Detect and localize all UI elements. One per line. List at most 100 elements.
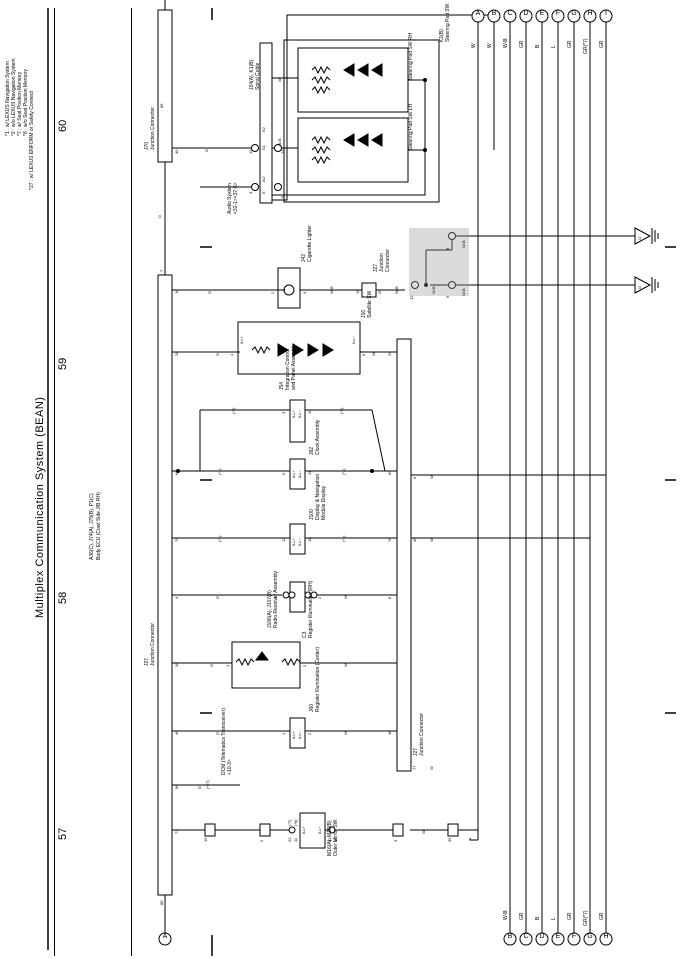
- ground-symbols: [634, 227, 659, 294]
- pin-label: ILL−: [297, 538, 302, 546]
- pin-label: ILL−: [351, 336, 356, 344]
- component-label: Connector: [385, 248, 391, 272]
- pin-label: (*2): [339, 407, 344, 414]
- connector-tag: [447, 823, 459, 837]
- pin-label: 8: [445, 247, 450, 250]
- spiral-cable-box: [259, 42, 273, 204]
- pin-label: (*27): [205, 780, 210, 789]
- pin-label: 86: [159, 900, 164, 905]
- pin-label: W: [343, 663, 348, 667]
- pin-label: I2: [637, 285, 642, 289]
- j27-right-bar: [396, 338, 412, 772]
- pin-label: 9: [412, 476, 417, 479]
- component-label: Steering Pad SW LH: [408, 103, 414, 150]
- pin-label: 1: [281, 732, 286, 735]
- letter-tag: E: [555, 933, 561, 940]
- wire-color-label: W: [487, 43, 493, 48]
- pin-label: ILL−: [297, 731, 302, 739]
- wire-color-label: GR: [567, 40, 573, 49]
- letter-tag: E: [539, 10, 545, 17]
- component-label: <10-3>: [227, 759, 233, 775]
- pin-label: K1: [261, 145, 266, 150]
- component-label: and Panel Assembly: [291, 344, 297, 390]
- pin-label: 48: [387, 730, 392, 735]
- pin-label: ILL+: [291, 410, 296, 418]
- letter-tag: F: [555, 10, 561, 17]
- pin-label: W-B: [277, 138, 282, 146]
- pin-label: 38: [174, 662, 179, 667]
- pin-label: 16: [333, 837, 338, 842]
- wire-color-label: L: [551, 45, 557, 48]
- junction-dots: [176, 78, 428, 473]
- pin-label: ILL+: [239, 336, 244, 344]
- j82-box: [289, 458, 306, 490]
- pin-label: G: [215, 595, 220, 599]
- letter-tag: B: [491, 10, 497, 17]
- component-label: Register Illumination (Center): [315, 646, 321, 712]
- pin-label: 85: [159, 103, 164, 108]
- pin-label: W: [343, 731, 348, 735]
- pin-label: 3: [281, 411, 286, 414]
- letter-tag: D: [523, 10, 529, 17]
- pin-label: W: [371, 352, 376, 356]
- component-label: Satellite SW: [367, 290, 373, 318]
- column-wires: [477, 20, 607, 935]
- pin-label: 19: [203, 837, 208, 842]
- pin-label: 12: [248, 149, 253, 154]
- component-label: Junction Connector: [419, 712, 425, 756]
- pin-label: 10: [307, 409, 312, 414]
- pin-label: 28: [174, 351, 179, 356]
- pin-label: W-B: [394, 286, 399, 294]
- resistors: [235, 65, 331, 667]
- pin-label: 4: [248, 191, 253, 194]
- title-strip: [54, 8, 132, 956]
- pin-label: 78: [387, 537, 392, 542]
- connector-tag: [204, 823, 216, 837]
- pin-label: ILL+: [291, 731, 296, 739]
- letter-tag: G: [571, 10, 577, 17]
- pin-label: 2: [317, 596, 322, 599]
- pin-label: 2: [259, 839, 264, 842]
- component-label: Register Illumination (RH): [308, 580, 314, 638]
- pin-label: G: [157, 214, 162, 218]
- letter-tag: G: [587, 933, 593, 940]
- letter-tag: C: [507, 10, 513, 17]
- wire-color-label: W: [471, 43, 477, 48]
- pin-label: (*2): [231, 407, 236, 414]
- pin-label: W-B: [431, 286, 436, 294]
- letter-tag: D: [539, 933, 545, 940]
- j27-left-bar: [157, 274, 173, 896]
- pin-label: K2: [261, 127, 266, 132]
- satellite-sw-box: [237, 321, 361, 375]
- pin-label: 2: [270, 291, 275, 294]
- pin-label: 49: [412, 537, 417, 542]
- pin-label: 77: [412, 765, 417, 770]
- component-label: Steering Pad SW RH: [408, 33, 414, 80]
- pin-label: 35: [447, 837, 452, 842]
- pin-label: (*7): [287, 819, 292, 826]
- pin-label: W: [429, 475, 434, 479]
- wire-color-label: GR: [519, 40, 525, 49]
- pin-label: 1: [225, 664, 230, 667]
- pin-label: G: [207, 290, 212, 294]
- letter-tag: B: [507, 933, 513, 940]
- letter-tag: A: [162, 933, 168, 940]
- steering-pad-lh: [297, 117, 409, 183]
- pin-label: 69: [387, 470, 392, 475]
- pin-label: G: [197, 785, 202, 789]
- pin-label: W-B: [329, 286, 334, 294]
- letter-tag: F: [571, 933, 577, 940]
- letter-tag: H: [603, 933, 609, 940]
- connector-tag: [259, 823, 271, 837]
- pin-label: ILL−: [317, 826, 322, 834]
- pin-label: W-B: [461, 288, 466, 296]
- pin-label: 11: [293, 837, 298, 842]
- mirror-sw-box: [299, 812, 326, 849]
- component-label: Module Display: [321, 485, 327, 520]
- pin-label: 4: [174, 596, 179, 599]
- wire-color-label: B: [535, 916, 541, 920]
- pin-label: 29: [387, 351, 392, 356]
- wire-color-label: W-B: [503, 910, 509, 920]
- wire-color-label: GR(*7): [583, 910, 589, 926]
